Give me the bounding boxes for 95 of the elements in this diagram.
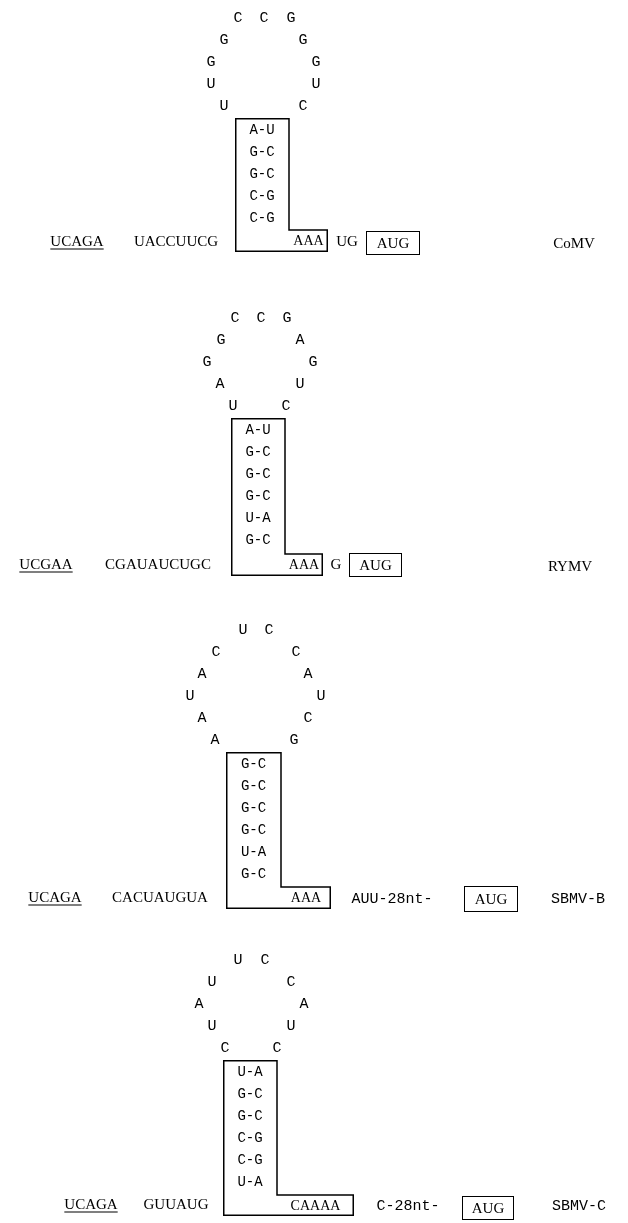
nucleotide-letter: U xyxy=(295,376,305,392)
stem-box xyxy=(235,118,328,252)
base-pair: G-C xyxy=(240,799,267,818)
nucleotide-letter: C xyxy=(256,310,266,326)
sequence-text: UCAGA xyxy=(28,889,82,905)
virus-name: RYMV xyxy=(547,558,593,574)
nucleotide-letter: G xyxy=(216,332,226,348)
sequence-text: CGAUAUCUGC xyxy=(105,556,211,572)
nucleotide-letter: A xyxy=(210,732,220,748)
base-pair: U-A xyxy=(240,843,267,862)
nucleotide-letter: U xyxy=(228,398,238,414)
start-codon-box: AUG xyxy=(366,231,420,255)
sequence-text: AAA xyxy=(288,558,320,572)
start-codon-box: AUG xyxy=(462,1196,514,1220)
nucleotide-letter: U xyxy=(286,1018,296,1034)
nucleotide-letter: C xyxy=(272,1040,282,1056)
sequence-text: CAAAA xyxy=(290,1198,341,1213)
virus-name: CoMV xyxy=(553,235,595,251)
base-pair: C-G xyxy=(237,1151,263,1170)
nucleotide-letter: C xyxy=(286,974,296,990)
nucleotide-letter: G xyxy=(282,310,292,326)
base-pair: A-U xyxy=(249,121,275,140)
stem-box xyxy=(231,418,323,576)
sequence-text: CACUAUGUA xyxy=(112,889,208,905)
nucleotide-letter: G xyxy=(289,732,299,748)
nucleotide-letter: U xyxy=(219,98,229,114)
base-pair: G-C xyxy=(237,1085,263,1104)
nucleotide-letter: C xyxy=(233,10,243,26)
nucleotide-letter: G xyxy=(308,354,318,370)
nucleotide-letter: C xyxy=(220,1040,230,1056)
sequence-text: UCGAA xyxy=(19,556,73,572)
nucleotide-letter: G xyxy=(298,32,308,48)
nucleotide-letter: U xyxy=(311,76,321,92)
base-pair: G-C xyxy=(240,777,267,796)
base-pair: G-C xyxy=(245,443,271,462)
nucleotide-letter: C xyxy=(291,644,301,660)
stem-box xyxy=(226,752,331,909)
nucleotide-letter: A xyxy=(303,666,313,682)
base-pair: G-C xyxy=(245,531,271,550)
nucleotide-letter: G xyxy=(206,54,216,70)
base-pair: A-U xyxy=(245,421,271,440)
base-pair: U-A xyxy=(237,1173,263,1192)
nucleotide-letter: A xyxy=(197,666,207,682)
sequence-text: AAA xyxy=(293,234,324,248)
sequence-text: UCAGA xyxy=(50,233,104,249)
nucleotide-letter: A xyxy=(197,710,207,726)
nucleotide-letter: G xyxy=(219,32,229,48)
nucleotide-letter: A xyxy=(295,332,305,348)
virus-name: SBMV-C xyxy=(552,1198,606,1214)
base-pair: G-C xyxy=(245,465,271,484)
sequence-text: UG xyxy=(336,233,358,249)
sequence-text: C-28nt- xyxy=(376,1198,440,1214)
nucleotide-letter: C xyxy=(264,622,274,638)
base-pair: G-C xyxy=(249,165,275,184)
base-pair: U-A xyxy=(245,509,271,528)
nucleotide-letter: G xyxy=(286,10,296,26)
nucleotide-letter: U xyxy=(185,688,195,704)
base-pair: G-C xyxy=(240,755,267,774)
sequence-text: G xyxy=(330,556,342,572)
nucleotide-letter: A xyxy=(215,376,225,392)
nucleotide-letter: U xyxy=(316,688,326,704)
base-pair: G-C xyxy=(245,487,271,506)
start-codon-box: AUG xyxy=(464,886,518,912)
sequence-text: UCAGA xyxy=(64,1196,118,1212)
nucleotide-letter: C xyxy=(303,710,313,726)
base-pair: G-C xyxy=(249,143,275,162)
stem-box xyxy=(223,1060,354,1216)
nucleotide-letter: U xyxy=(233,952,243,968)
start-codon-box: AUG xyxy=(349,553,402,577)
nucleotide-letter: G xyxy=(311,54,321,70)
nucleotide-letter: C xyxy=(230,310,240,326)
base-pair: C-G xyxy=(237,1129,263,1148)
nucleotide-letter: U xyxy=(207,1018,217,1034)
nucleotide-letter: U xyxy=(238,622,248,638)
nucleotide-letter: U xyxy=(207,974,217,990)
nucleotide-letter: C xyxy=(259,10,269,26)
nucleotide-letter: C xyxy=(281,398,291,414)
base-pair: C-G xyxy=(249,187,275,206)
base-pair: G-C xyxy=(237,1107,263,1126)
base-pair: U-A xyxy=(237,1063,263,1082)
nucleotide-letter: U xyxy=(206,76,216,92)
nucleotide-letter: G xyxy=(202,354,212,370)
nucleotide-letter: C xyxy=(211,644,221,660)
sequence-text: GUUAUG xyxy=(143,1196,209,1212)
sequence-text: UACCUUCG xyxy=(133,233,219,249)
base-pair: C-G xyxy=(249,209,275,228)
virus-name: SBMV-B xyxy=(551,891,605,907)
sequence-text: AAA xyxy=(290,891,322,905)
base-pair: G-C xyxy=(240,821,267,840)
nucleotide-letter: C xyxy=(260,952,270,968)
nucleotide-letter: C xyxy=(298,98,308,114)
nucleotide-letter: A xyxy=(194,996,204,1012)
nucleotide-letter: A xyxy=(299,996,309,1012)
base-pair: G-C xyxy=(240,865,267,884)
sequence-text: AUU-28nt- xyxy=(351,891,433,907)
